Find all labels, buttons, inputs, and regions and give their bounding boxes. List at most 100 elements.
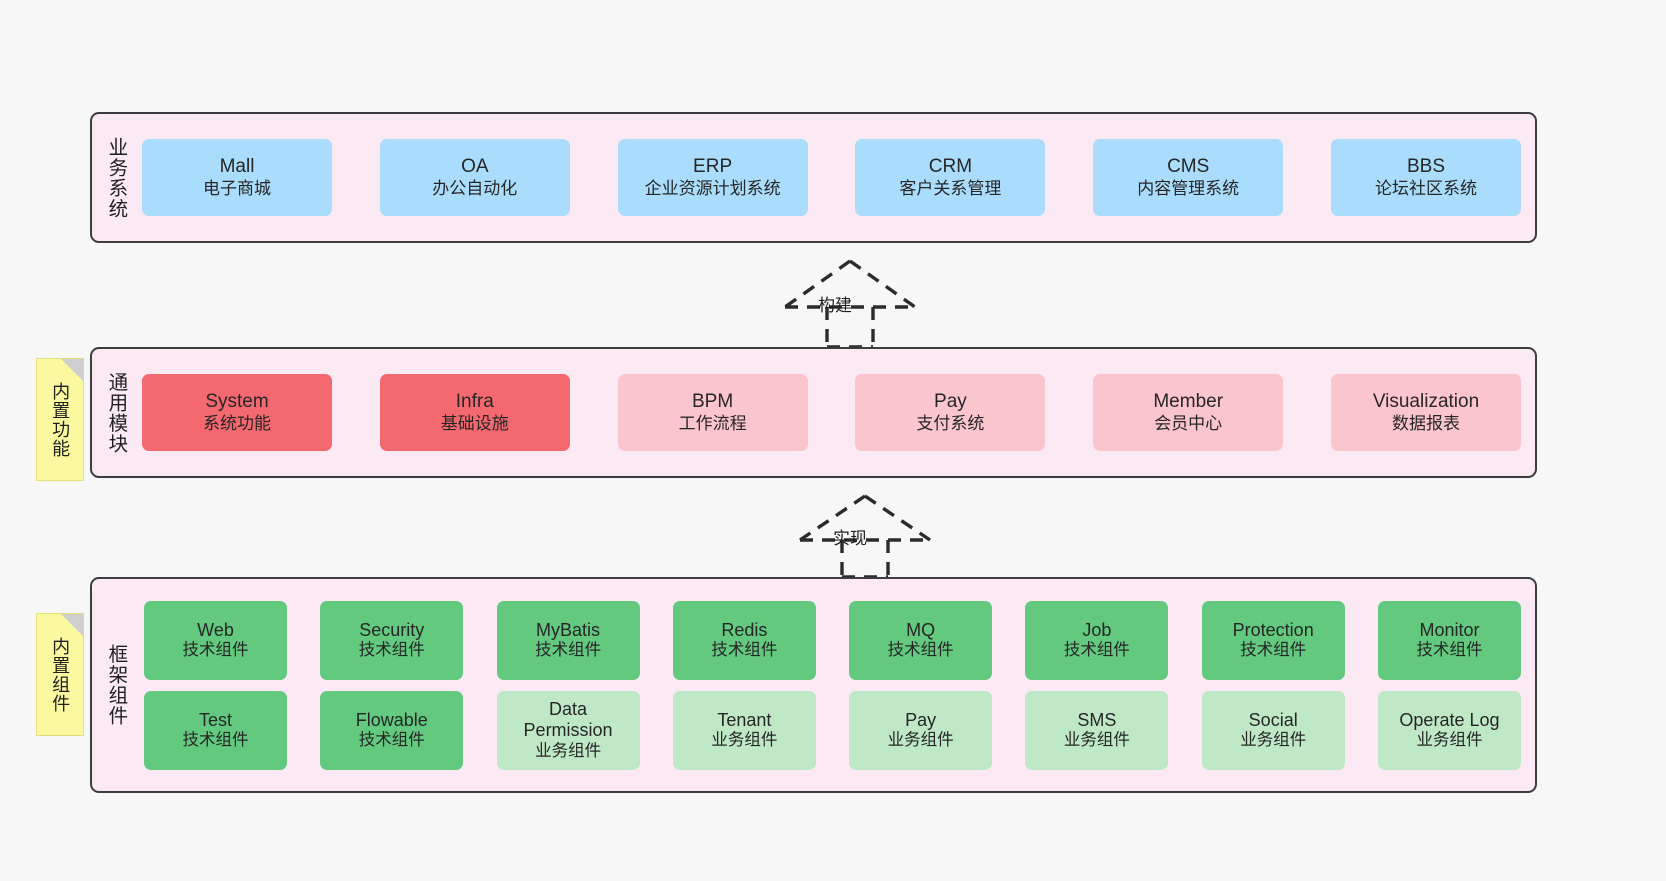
tile-name: System [205,391,269,413]
layer-title-business: 业务系统 [104,136,127,219]
connector-implement: 实现 [770,490,960,579]
note-builtin-function-label: 内置功能 [50,381,71,458]
tile-name: Tenant [717,709,772,730]
tile-name: Pay [905,709,937,730]
tile-sublabel: 客户关系管理 [899,178,1002,198]
tile-sublabel: 基础设施 [440,413,509,433]
tile-sublabel: 技术组件 [1240,640,1307,659]
tile-sublabel: 数据报表 [1391,413,1460,433]
tile-name: MyBatis [536,619,601,640]
tile-name: Security [359,619,425,640]
tile-sublabel: 业务组件 [1416,730,1483,749]
tile-sublabel: 技术组件 [887,640,954,659]
connector-build-label: 构建 [818,296,852,315]
tile-sublabel: 办公自动化 [432,178,518,198]
tile-name: SMS [1077,709,1117,730]
tile-sublabel: 业务组件 [535,741,602,760]
tile-sublabel: 技术组件 [711,640,778,659]
tile-sublabel: 工作流程 [678,413,747,433]
tile-sublabel: 技术组件 [358,640,425,659]
tile-name: Flowable [355,709,428,730]
note-builtin-function: 内置功能 [36,358,84,481]
tile-sublabel: 内容管理系统 [1137,178,1240,198]
tile-name: Visualization [1372,391,1480,413]
tile-name: Operate Log [1399,709,1500,730]
note-builtin-component-label: 内置组件 [50,636,71,713]
tile-name: Social [1248,709,1298,730]
tile-name: OA [461,156,489,178]
tile-name: Monitor [1419,619,1480,640]
tile-name: Mall [219,156,255,178]
tile-name: MQ [906,619,936,640]
tile-sublabel: 会员中心 [1154,413,1223,433]
layer-title-module: 通用模块 [104,371,127,454]
tile-name: CMS [1167,156,1210,178]
tile-name: Member [1153,391,1224,413]
tile-sublabel: 技术组件 [358,730,425,749]
tile-name: Test [198,709,232,730]
note-builtin-component: 内置组件 [36,613,84,736]
tile-sublabel: 企业资源计划系统 [644,178,781,198]
tile-name: ERP [693,156,733,178]
tile-name: Pay [934,391,967,413]
tile-name: Redis [721,619,768,640]
tile-sublabel: 支付系统 [916,413,985,433]
tile-name: Web [197,619,234,640]
tile-name: CRM [928,156,973,178]
tile-name: Protection [1232,619,1314,640]
connector-build: 构建 [755,255,945,349]
tile-sublabel: 技术组件 [535,640,602,659]
tile-sublabel: 电子商城 [203,178,271,198]
tile-sublabel: 业务组件 [1240,730,1307,749]
tile-sublabel: 业务组件 [711,730,778,749]
tile-name: Infra [455,391,494,413]
tile-name: Job [1082,619,1112,640]
tile-name: BPM [692,391,734,413]
tile-sublabel: 技术组件 [1063,640,1130,659]
tile-sublabel: 业务组件 [1063,730,1130,749]
tile-name: BBS [1406,156,1445,178]
tile-sublabel: 技术组件 [182,640,249,659]
tile-sublabel: 系统功能 [203,413,271,433]
layer-title-framework: 框架组件 [104,644,127,726]
